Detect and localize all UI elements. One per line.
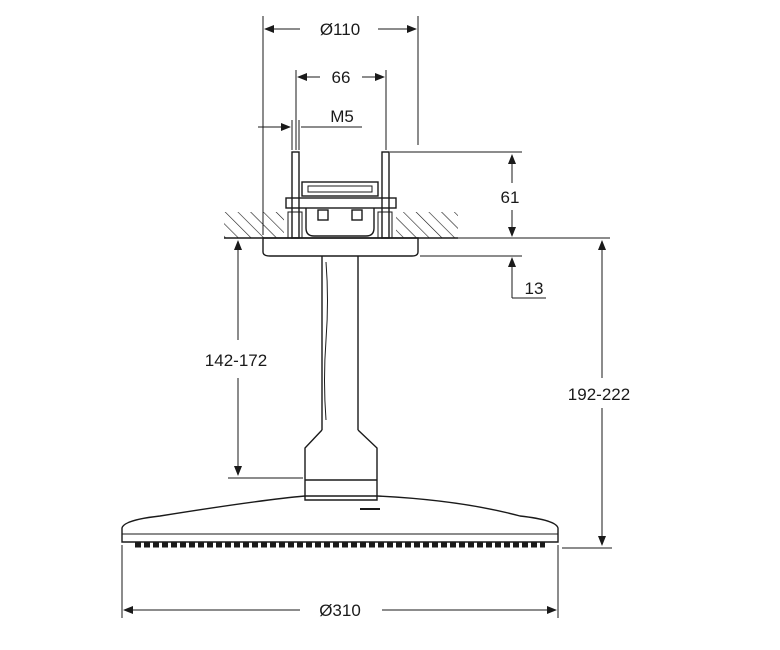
label-total-height: 192-222 [568,385,630,404]
dimension-thread: M5 [258,107,362,150]
dimension-diameter-310: Ø310 [121,545,559,620]
label-box-height: 61 [501,188,520,207]
dimension-arm-length: 142-172 [205,240,303,479]
dimension-total-height: 192-222 [562,240,630,549]
mounting-box [285,151,397,239]
label-hole-spacing: 66 [332,68,351,87]
dimension-box-height: 61 [390,151,610,239]
dimension-hole-spacing: 66 [295,68,387,150]
dimension-flange-height: 13 [420,255,546,299]
shower-arm [304,256,378,501]
label-thread: M5 [330,107,354,126]
label-arm-length: 142-172 [205,351,267,370]
flange-cover [262,237,419,257]
ceiling-hatching [224,212,458,239]
dimension-diameter-110: Ø110 [262,16,419,235]
label-diameter-110: Ø110 [320,20,360,39]
shower-head [121,495,559,548]
label-flange-height: 13 [525,279,544,298]
label-diameter-310: Ø310 [319,601,361,620]
